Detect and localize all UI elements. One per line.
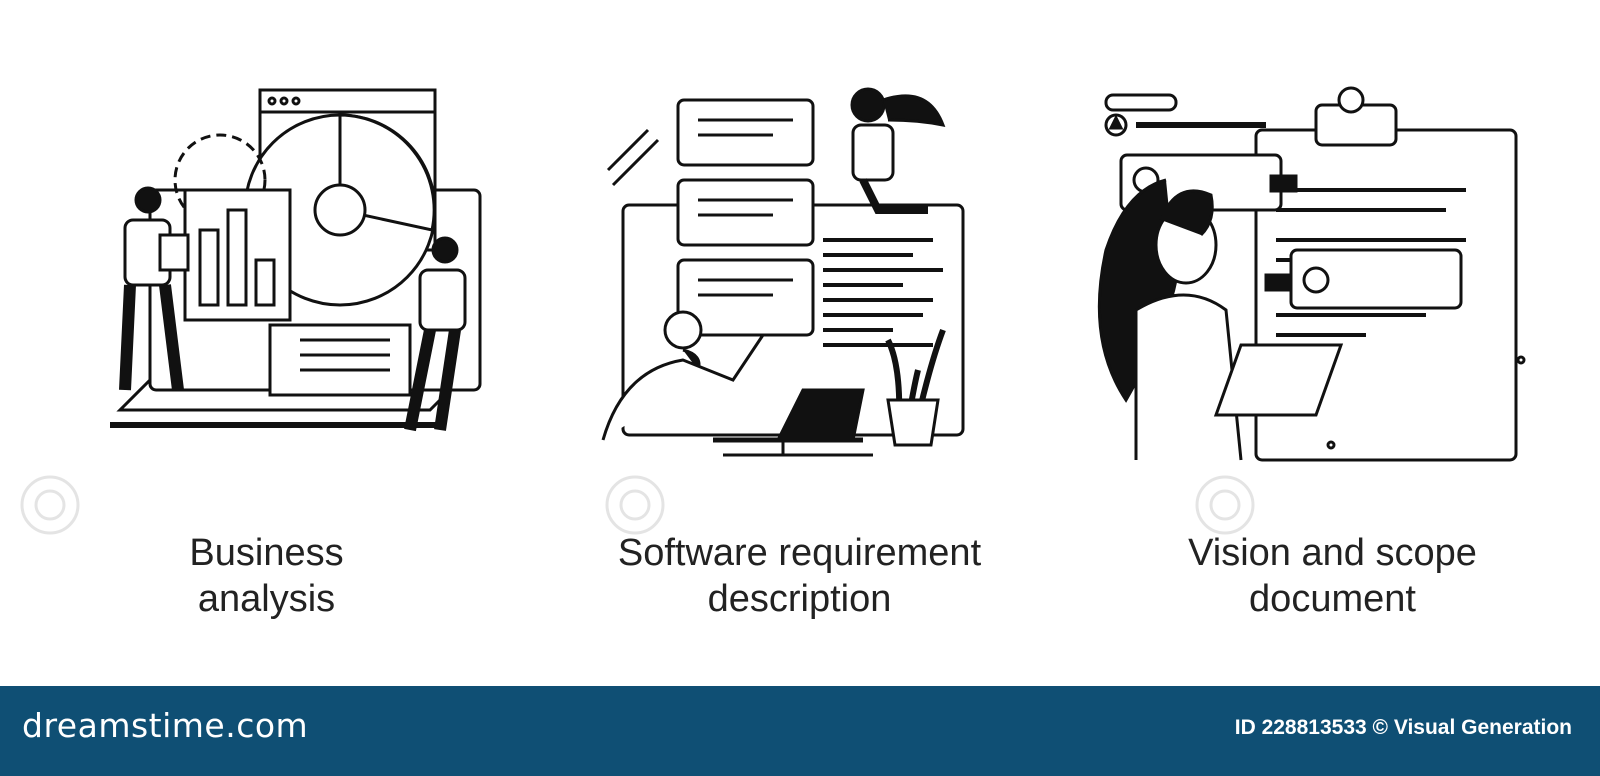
footer-bar: dreamstime.com ID 228813533 © Visual Gen… <box>0 686 1600 776</box>
panel-business-analysis: Business analysis <box>0 0 533 686</box>
caption-line-2: description <box>707 578 892 620</box>
panel-software-requirement: Software requirement description <box>533 0 1066 686</box>
watermark-icon <box>20 475 80 535</box>
caption-line-1: Business <box>189 532 344 574</box>
software-requirement-illustration <box>601 87 965 457</box>
caption-line-2: document <box>1249 578 1416 620</box>
dreamstime-logo[interactable]: dreamstime.com <box>22 706 309 745</box>
caption-line-1: Vision and scope <box>1188 532 1477 574</box>
panel-vision-scope: Vision and scope document <box>1066 0 1599 686</box>
watermark-icon <box>605 475 665 535</box>
panel-caption: Vision and scope document <box>1066 530 1599 622</box>
caption-line-2: analysis <box>197 578 336 620</box>
panel-caption: Business analysis <box>0 530 533 622</box>
panel-caption: Software requirement description <box>533 530 1066 622</box>
caption-line-1: Software requirement <box>617 532 982 574</box>
image-credit: ID 228813533 © Visual Generation <box>1234 716 1572 739</box>
vision-scope-illustration <box>1097 86 1526 462</box>
watermark-icon <box>1195 475 1255 535</box>
business-analysis-illustration <box>110 88 482 432</box>
